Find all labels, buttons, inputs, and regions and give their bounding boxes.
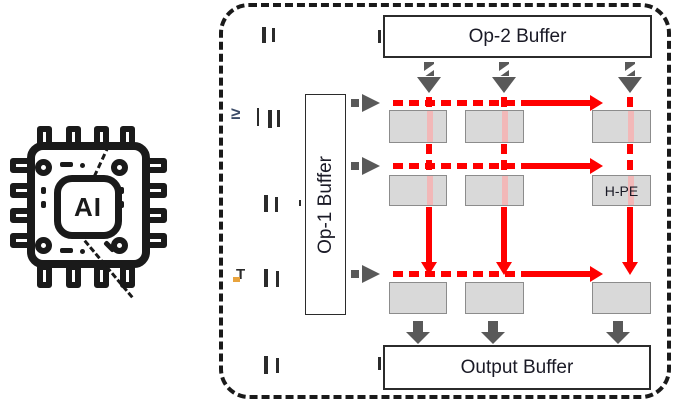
fragment-bars bbox=[276, 271, 279, 287]
fragment-bars bbox=[262, 27, 266, 43]
pe-dataflow-stripe bbox=[502, 176, 508, 205]
chip-via-icon bbox=[35, 237, 52, 254]
fragment-bars bbox=[268, 110, 272, 128]
gray-arrowhead-down bbox=[492, 77, 516, 93]
red-dashed-line-col2 bbox=[501, 97, 507, 109]
red-dashed-line-row1 bbox=[393, 100, 523, 106]
pe-box bbox=[465, 110, 524, 143]
fragment-bars bbox=[264, 195, 268, 212]
fragment-bars bbox=[264, 356, 268, 374]
pe-dataflow-stripe bbox=[427, 176, 433, 205]
red-dashed-line-col3 bbox=[627, 97, 633, 109]
red-arrowhead-down bbox=[622, 262, 638, 275]
red-arrowhead-right bbox=[590, 158, 603, 174]
fragment-orange-chip bbox=[233, 277, 240, 282]
pe-box bbox=[389, 175, 447, 206]
gray-arrow-right-icon bbox=[351, 162, 359, 170]
h-pe-label: H-PE bbox=[604, 182, 639, 199]
chip-dot-decor bbox=[41, 201, 46, 208]
chip-via-icon bbox=[111, 159, 128, 176]
fragment-bars bbox=[257, 108, 259, 126]
red-dashed-line-col1 bbox=[426, 97, 432, 109]
pe-box bbox=[389, 110, 447, 143]
fragment-bars bbox=[277, 110, 280, 127]
ai-core-label: AI bbox=[74, 191, 102, 222]
output-buffer-label: Output Buffer bbox=[460, 356, 574, 378]
red-dashed-line-col1 bbox=[426, 144, 432, 174]
chip-via-icon bbox=[111, 237, 128, 254]
gray-arrowhead-down bbox=[417, 77, 441, 93]
fragment-bars bbox=[275, 197, 278, 212]
fragment-tick bbox=[378, 30, 381, 43]
fragment-dot bbox=[299, 200, 301, 206]
gray-arrowhead-right bbox=[362, 94, 380, 112]
red-solid-line-col1 bbox=[426, 207, 432, 263]
ai-chip-icon: AI bbox=[10, 124, 170, 299]
fragment-bars bbox=[272, 28, 275, 42]
op2-buffer: Op-2 Buffer bbox=[383, 15, 652, 58]
red-solid-line-row2 bbox=[523, 163, 591, 169]
red-arrowhead-right bbox=[590, 95, 603, 111]
red-solid-line-col3 bbox=[627, 207, 633, 263]
gray-arrowhead-down bbox=[606, 332, 630, 344]
red-dashed-line-col3 bbox=[627, 144, 633, 174]
chip-dot-decor bbox=[80, 249, 85, 254]
pe-dataflow-stripe bbox=[628, 176, 634, 205]
chip-core: AI bbox=[54, 175, 122, 239]
red-dashed-line-col2 bbox=[501, 144, 507, 174]
chip-dot-decor bbox=[41, 187, 46, 194]
gray-arrow-right-icon bbox=[351, 99, 359, 107]
pe-box bbox=[592, 110, 651, 143]
gray-arrow-right-icon bbox=[351, 270, 359, 278]
gray-arrowhead-down bbox=[618, 77, 642, 93]
red-dashed-line-row2 bbox=[393, 163, 523, 169]
pe-box bbox=[465, 175, 524, 206]
chip-dash-decor bbox=[60, 248, 73, 253]
red-solid-line-row1 bbox=[523, 100, 591, 106]
pe-dataflow-stripe bbox=[502, 111, 508, 142]
gray-arrow-down-icon bbox=[613, 321, 623, 332]
gray-arrowhead-down bbox=[406, 332, 430, 344]
chip-dash-decor bbox=[60, 162, 73, 167]
red-dashed-line-row3 bbox=[393, 271, 523, 277]
op1-buffer: Op-1 Buffer bbox=[305, 94, 346, 315]
pe-box bbox=[592, 282, 651, 314]
chip-dot-decor bbox=[80, 163, 85, 168]
chip-via-icon bbox=[35, 159, 52, 176]
fragment-bars bbox=[276, 358, 279, 373]
red-arrowhead-down bbox=[421, 262, 437, 275]
red-solid-line-row3 bbox=[523, 271, 591, 277]
fragment-bars bbox=[264, 269, 268, 287]
pe-dataflow-stripe bbox=[427, 111, 433, 142]
fragment-geq-glyph: ≥ bbox=[231, 104, 241, 123]
output-buffer: Output Buffer bbox=[383, 345, 651, 390]
red-arrowhead-down bbox=[496, 262, 512, 275]
op1-buffer-label: Op-1 Buffer bbox=[314, 155, 336, 254]
pe-box bbox=[389, 282, 447, 314]
gray-arrowhead-down bbox=[481, 332, 505, 344]
red-arrowhead-right bbox=[590, 266, 603, 282]
gray-arrow-down-icon bbox=[488, 321, 498, 332]
gray-arrow-down-icon bbox=[413, 321, 423, 332]
op2-buffer-label: Op-2 Buffer bbox=[468, 25, 567, 47]
red-solid-line-col2 bbox=[501, 207, 507, 263]
pe-box bbox=[465, 282, 524, 314]
fragment-tee-glyph: T bbox=[236, 266, 246, 283]
gray-arrowhead-right bbox=[362, 157, 380, 175]
pe-dataflow-stripe bbox=[628, 111, 634, 142]
h-pe-box: H-PE bbox=[592, 175, 651, 206]
gray-arrowhead-right bbox=[362, 265, 380, 283]
fragment-tick bbox=[378, 357, 381, 370]
accelerator-boundary-frame bbox=[219, 3, 671, 399]
